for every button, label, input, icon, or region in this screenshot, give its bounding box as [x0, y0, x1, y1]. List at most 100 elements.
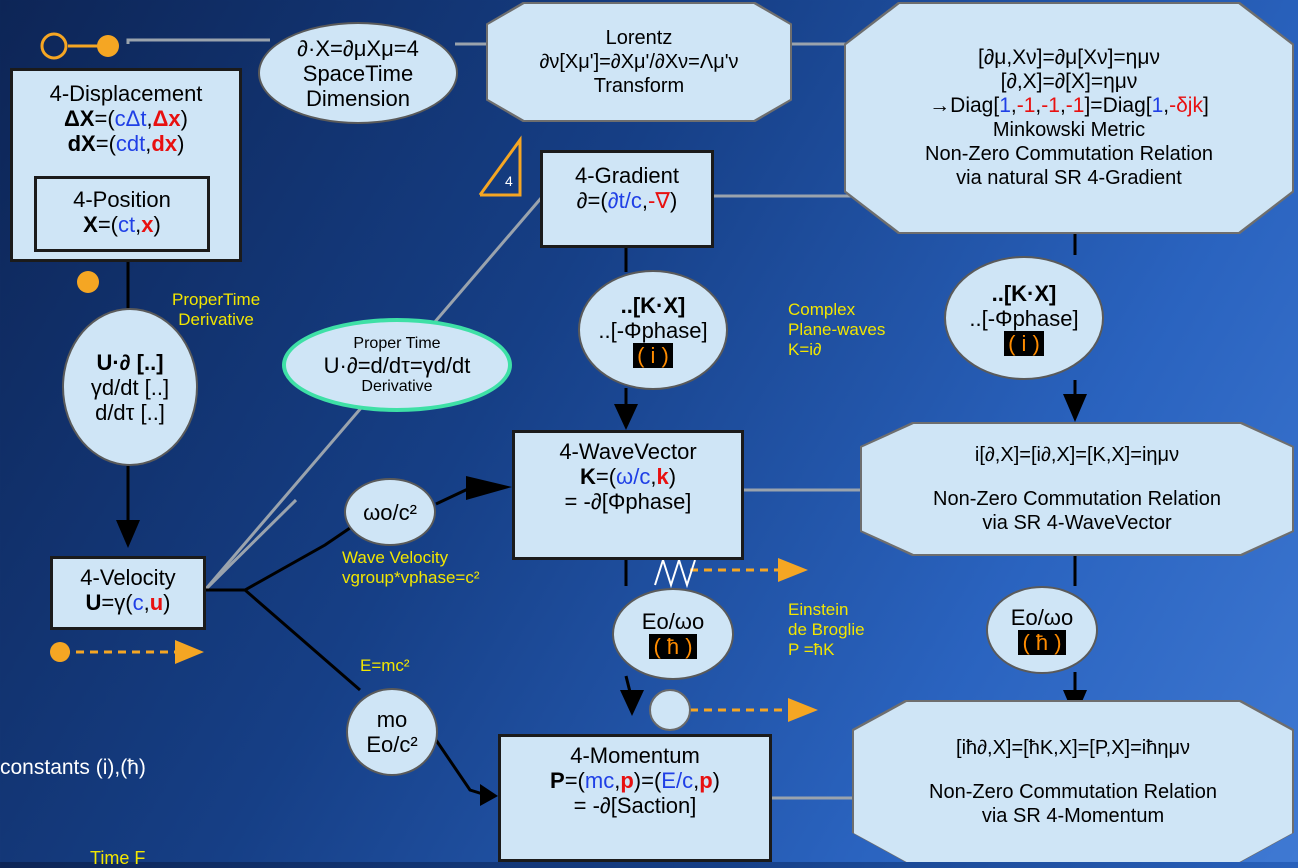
displacement-line-2: dX=(cdt,dx): [13, 131, 239, 156]
triangle-number: 4: [505, 173, 513, 189]
paren: ): [180, 106, 188, 131]
c-delta-t: cΔt: [114, 106, 147, 131]
constant-hbar-badge: ( ħ ): [1018, 630, 1066, 655]
cdt: cdt: [115, 131, 146, 156]
minkowski-metric-node[interactable]: [∂μ,Xν]=∂μ[Xν]=ημν [∂,X]=∂[X]=ημν →Diag[…: [846, 4, 1292, 232]
comma: ,: [135, 212, 142, 237]
constant-i-badge: ( i ): [1004, 330, 1044, 356]
k-symbol: K: [579, 464, 596, 489]
paren: ): [668, 464, 677, 489]
comma: ,: [1035, 94, 1042, 117]
four-wavevector-node[interactable]: 4-WaveVector K=(ω/c,k) = -∂[Φphase]: [512, 430, 744, 560]
paren: =(: [595, 464, 617, 489]
paren: =(: [94, 106, 115, 131]
diag-minus-one: -1: [1016, 94, 1036, 117]
commutation-wavevector-node[interactable]: i[∂,X]=[i∂,X]=[K,X]=iημν Non-Zero Commut…: [862, 424, 1292, 554]
proper-time-derivative-node[interactable]: Proper Time U·∂=d/dτ=γd/dt Derivative: [282, 318, 512, 412]
paren-mid: )=(: [633, 768, 662, 793]
label-line: ProperTime: [172, 290, 261, 309]
comm-p-line-1: [iħ∂,X]=[ħK,X]=[P,X]=iħημν: [956, 737, 1190, 759]
four-momentum-node[interactable]: 4-Momentum P=(mc,p)=(E/c,p) = -∂[Saction…: [498, 734, 772, 862]
e-over-c: E/c: [661, 768, 694, 793]
lorentz-line-3: Transform: [593, 75, 685, 97]
wave-velocity-label: Wave Velocity vgroup*vphase=c²: [342, 548, 480, 588]
kx-right-line-2: ..[-Φphase]: [969, 305, 1079, 331]
constant-hbar-badge: ( ħ ): [649, 634, 697, 659]
delta-x-symbol: ΔX: [63, 106, 95, 131]
omega-over-c2-node[interactable]: ωo/c²: [344, 478, 436, 546]
momentum-title: 4-Momentum: [570, 743, 700, 768]
gradient-open: ∂=(: [576, 188, 608, 213]
metric-line-4: Minkowski Metric: [992, 119, 1146, 141]
paren: =(: [564, 768, 585, 793]
kx-right-node[interactable]: ..[K·X] ..[-Φphase] ( i ): [944, 256, 1104, 380]
wavevector-title: 4-WaveVector: [559, 439, 697, 464]
u-dot-d-line-3: d/dτ [..]: [95, 399, 165, 425]
e-mc2-label: E=mc²: [360, 656, 410, 675]
comm-p-line-3: via SR 4-Momentum: [981, 805, 1165, 827]
momentum-line: P=(mc,p)=(E/c,p): [501, 768, 769, 793]
diag-open: →Diag[: [929, 94, 1000, 117]
x-symbol: X: [83, 212, 98, 237]
minus-delta: -δjk: [1169, 94, 1203, 117]
partial-t-over-c: ∂t/c: [607, 188, 642, 213]
dimension-line-3: Dimension: [306, 85, 410, 111]
paren: =(: [97, 212, 119, 237]
four-velocity-node[interactable]: 4-Velocity U=γ(c,u): [50, 556, 206, 630]
label-line: P =ħK: [788, 640, 835, 659]
paren: =(: [95, 131, 116, 156]
diag-one: 1: [1151, 94, 1164, 117]
time-fragment-label: Time F: [90, 848, 146, 868]
label-line: Plane-waves: [788, 320, 886, 339]
complex-planewaves-label: Complex Plane-waves K=i∂: [788, 300, 885, 360]
comma: ,: [650, 464, 657, 489]
lorentz-transform-node[interactable]: Lorentz ∂ν[Xμ']=∂Xμ'/∂Xν=Λμ'ν Transform: [488, 4, 790, 120]
k-vector: k: [656, 464, 669, 489]
label-line: K=i∂: [788, 340, 822, 359]
diag-minus-one: -1: [1065, 94, 1085, 117]
paren: ): [670, 188, 678, 213]
displacement-title: 4-Displacement: [49, 81, 203, 106]
delta-x-vector: Δx: [152, 106, 181, 131]
displacement-line-1: ΔX=(cΔt,Δx): [13, 106, 239, 131]
comma: ,: [145, 131, 152, 156]
diag-middle: ]=Diag[: [1084, 94, 1152, 117]
paren: ): [177, 131, 185, 156]
label-line: Derivative: [178, 310, 254, 329]
velocity-line: U=γ(c,u): [53, 590, 203, 615]
ct: ct: [118, 212, 136, 237]
paren: ): [163, 590, 171, 615]
proper-time-line-1: Proper Time: [353, 334, 441, 352]
rest-mass-node[interactable]: mo Eo/c²: [346, 688, 438, 776]
position-title: 4-Position: [73, 187, 171, 212]
minus-nabla: -∇: [647, 188, 670, 213]
comma: ,: [641, 188, 648, 213]
velocity-title: 4-Velocity: [80, 565, 176, 590]
eo-wo-right-node[interactable]: Eo/ωo ( ħ ): [986, 586, 1098, 674]
metric-line-6: via natural SR 4-Gradient: [956, 167, 1182, 189]
spacetime-dimension-node[interactable]: ∂·X=∂μXμ=4 SpaceTime Dimension: [258, 22, 458, 124]
dimension-line-1: ∂·X=∂μXμ=4: [297, 35, 419, 61]
eo-wo-right-text: Eo/ωo: [1010, 605, 1074, 630]
einstein-debroglie-label: Einstein de Broglie P =ħK: [788, 600, 865, 660]
four-gradient-node[interactable]: 4-Gradient ∂=(∂t/c,-∇): [540, 150, 714, 248]
comma: ,: [1059, 94, 1066, 117]
wavevector-line: K=(ω/c,k): [515, 464, 741, 489]
u-dot-d-node[interactable]: U·∂ [..] γd/dt [..] d/dτ [..]: [62, 308, 198, 466]
u-dot-d-line-2: γd/dt [..]: [90, 374, 170, 400]
eo-wo-left-node[interactable]: Eo/ωo ( ħ ): [612, 588, 734, 680]
u-symbol: U: [85, 590, 102, 615]
mc-component: mc: [584, 768, 615, 793]
diag-close: ]: [1202, 94, 1209, 117]
four-position-node[interactable]: 4-Position X=(ct,x): [34, 176, 210, 252]
omega-over-c: ω/c: [616, 464, 651, 489]
lorentz-line-2: ∂ν[Xμ']=∂Xμ'/∂Xν=Λμ'ν: [539, 51, 739, 73]
kx-left-node[interactable]: ..[K·X] ..[-Φphase] ( i ): [578, 270, 728, 390]
comm-k-line-3: via SR 4-WaveVector: [982, 512, 1172, 534]
kx-left-line-2: ..[-Φphase]: [598, 317, 708, 343]
lorentz-line-1: Lorentz: [605, 27, 673, 49]
commutation-momentum-node[interactable]: [iħ∂,X]=[ħK,X]=[P,X]=iħημν Non-Zero Comm…: [854, 702, 1292, 862]
paren: ): [153, 212, 161, 237]
dimension-line-2: SpaceTime: [302, 60, 414, 86]
c-component: c: [132, 590, 144, 615]
